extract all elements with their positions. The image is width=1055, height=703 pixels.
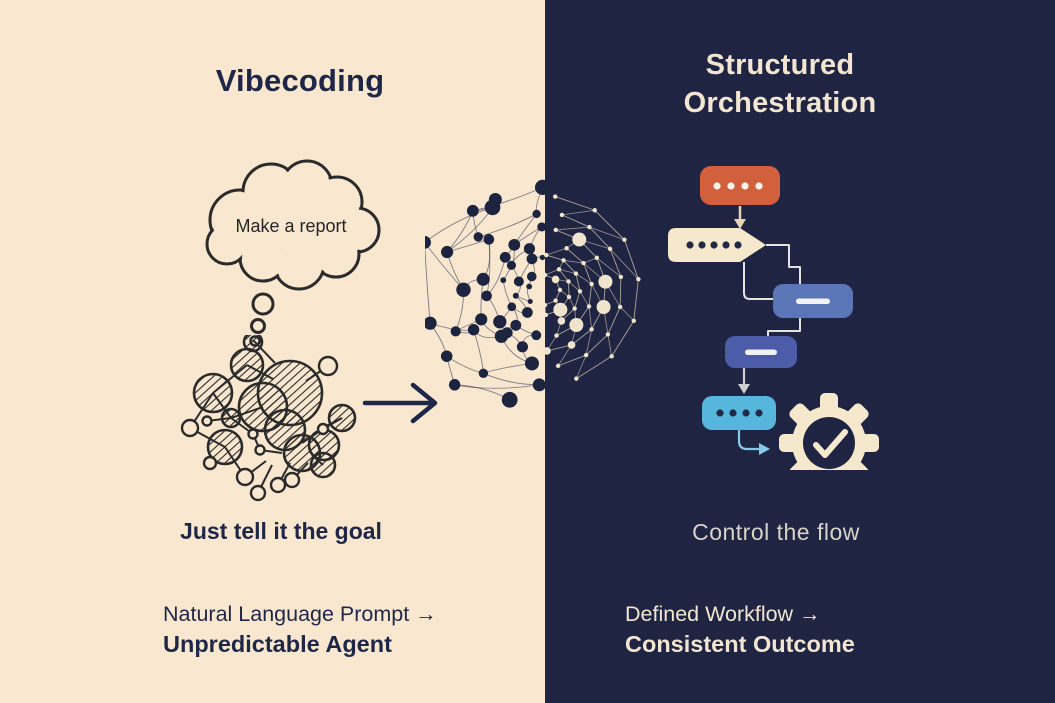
- thought-bubble-outline: [205, 159, 381, 347]
- gear-check-icon: [779, 393, 879, 470]
- flow-node-parser: [668, 228, 766, 262]
- flow-node-step1: [773, 284, 853, 318]
- left-title: Vibecoding: [215, 63, 385, 98]
- right-caption: Control the flow: [692, 519, 860, 545]
- tangled-agent-sketch: [180, 335, 357, 502]
- thought-bubble: Make a report: [205, 159, 381, 347]
- right-summary-line2: Consistent Outcome: [625, 631, 855, 657]
- left-caption: Just tell it the goal: [180, 518, 382, 544]
- flow-node-output: [702, 396, 776, 430]
- vibecoding-panel: [0, 0, 545, 703]
- right-summary-line1: Defined Workflow →: [625, 602, 821, 626]
- right-arrow-icon: [362, 382, 438, 424]
- left-summary-line1: Natural Language Prompt →: [163, 602, 437, 626]
- orchestration-panel: [545, 0, 1055, 703]
- dash-glyph: [745, 349, 777, 355]
- four-dots-glyph: [716, 409, 763, 417]
- flow-connectors: [734, 206, 801, 455]
- left-summary-line2: Unpredictable Agent: [163, 631, 392, 657]
- thought-bubble-text: Make a report: [235, 216, 346, 236]
- sketch-open-nodes: [180, 355, 339, 502]
- workflow-flowchart: [668, 166, 879, 470]
- five-dots-glyph: [686, 241, 742, 249]
- checkmark-glyph: [813, 429, 848, 458]
- right-title: Structured Orchestration: [683, 49, 877, 119]
- left-summary: Natural Language Prompt → Unpredictable …: [163, 599, 437, 659]
- flow-node-step2: [725, 336, 797, 368]
- sketch-hatched-nodes: [192, 335, 357, 479]
- split-network-spiral-graphic: [425, 179, 641, 408]
- right-summary: Defined Workflow → Consistent Outcome: [625, 599, 855, 659]
- four-dots-glyph: [713, 182, 763, 190]
- flow-node-prompt: [700, 166, 780, 205]
- dash-glyph: [796, 298, 830, 304]
